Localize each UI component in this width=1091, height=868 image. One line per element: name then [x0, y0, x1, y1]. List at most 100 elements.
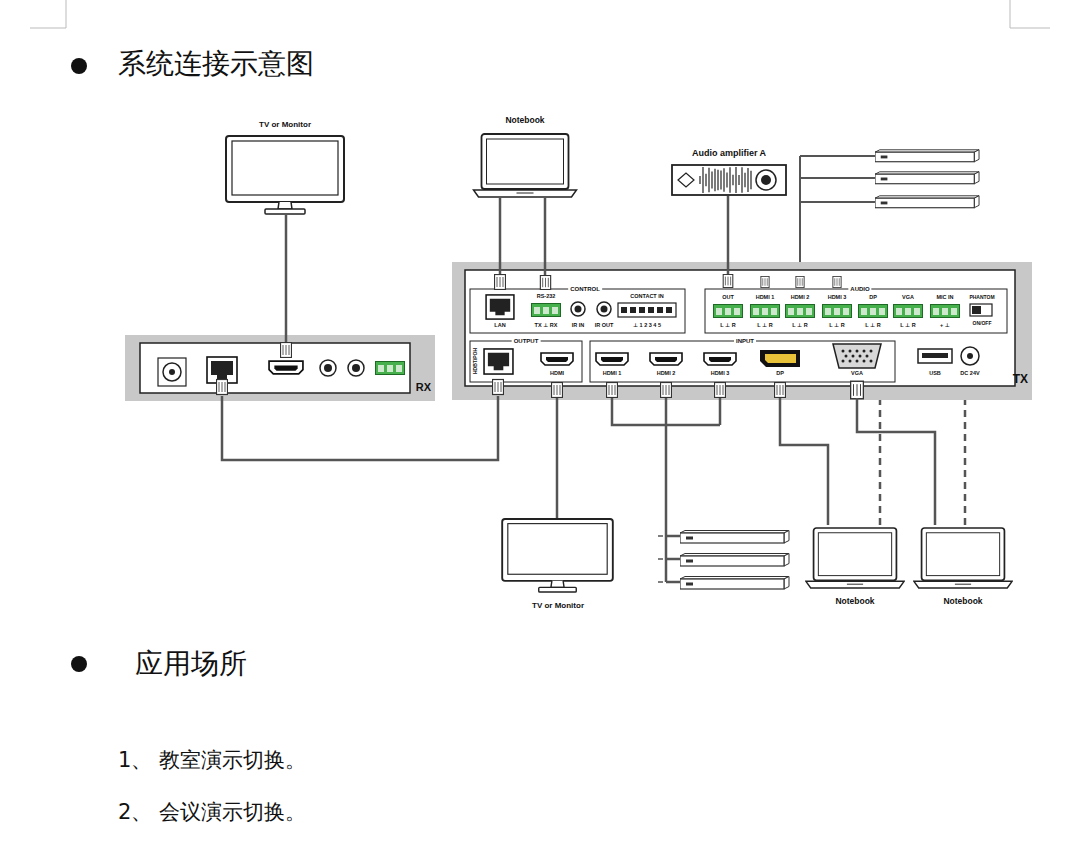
hdmi-wire [666, 536, 680, 582]
tx-housing [852, 355, 855, 358]
list-item: 1、 教室演示切换。 [118, 749, 306, 771]
pin-names: L ⊥ R [865, 323, 880, 329]
tx-housing [970, 304, 992, 316]
rx-housing [348, 360, 364, 376]
tx-housing [823, 305, 852, 318]
signal-cable [499, 198, 502, 262]
tx-housing [596, 353, 628, 365]
tx-housing [922, 353, 948, 358]
audio-cable [879, 400, 882, 525]
amplifier-icon [723, 168, 724, 191]
amplifier-icon [705, 174, 706, 187]
port-name: DP [776, 371, 784, 377]
port-name: HDMI 2 [791, 295, 810, 301]
tx-housing [648, 307, 654, 313]
source-device [680, 531, 789, 590]
laptop-icon [474, 134, 577, 197]
group-name: INPUT [734, 338, 756, 344]
bullet [71, 656, 87, 672]
tx-housing [657, 307, 663, 313]
port-name: IR OUT [595, 323, 614, 329]
monitor-icon [226, 136, 344, 214]
pin-names: L ⊥ R [900, 323, 915, 329]
cable-plug [281, 343, 292, 358]
node-label: TX [1013, 373, 1028, 386]
corner-mark [30, 0, 1050, 28]
tx-housing [452, 262, 1032, 400]
laptop-icon [806, 528, 904, 588]
cable-plug [217, 380, 228, 395]
group-name: AUDIO [848, 286, 871, 292]
port-name: CONTACT IN [630, 294, 664, 300]
receiver-box: RX [125, 335, 435, 401]
tx-housing [859, 355, 862, 358]
cable-plug [493, 380, 504, 395]
amplifier-icon [678, 173, 694, 187]
port-name: DP [869, 295, 877, 301]
cable-plug [715, 383, 726, 398]
signal-cable [857, 400, 935, 525]
cable-plug [217, 274, 864, 398]
signal-cable [544, 198, 547, 262]
tx-housing [465, 270, 1015, 386]
source-device [875, 172, 979, 184]
tx-housing [597, 302, 611, 316]
group-name: OUTPUT [512, 338, 541, 344]
port-name: OUT [722, 295, 734, 301]
section-heading: 系统连接示意图 [118, 46, 314, 82]
tx-housing [849, 350, 852, 353]
section-heading: 应用场所 [135, 649, 247, 678]
amplifier-icon [711, 172, 712, 189]
rx-housing [140, 343, 410, 393]
signal-cable [556, 400, 559, 518]
tx-housing [918, 349, 952, 363]
pin-names: L ⊥ R [829, 323, 844, 329]
port-name: MIC IN [936, 295, 953, 301]
tx-housing [931, 305, 960, 318]
tx-housing [590, 341, 895, 382]
tx-housing [856, 360, 859, 363]
node-label: TV or Monitor [259, 121, 311, 130]
amplifier-icon [699, 176, 700, 184]
tx-housing [714, 305, 960, 318]
tx-housing [621, 307, 627, 313]
tx-housing [842, 360, 845, 363]
rx-housing [376, 362, 405, 375]
tx-housing [972, 306, 981, 314]
tx-housing [894, 305, 923, 318]
tx-housing [650, 353, 682, 365]
port-name: USB [929, 371, 941, 377]
amplifier-icon [735, 167, 736, 193]
amplifier-box: Audio amplifier A [666, 149, 792, 196]
amplifier-icon [714, 169, 715, 191]
tx-housing [863, 360, 866, 363]
tx-housing [833, 344, 881, 368]
source-device [875, 150, 979, 162]
transmitter-box: TX [452, 262, 1032, 400]
amplifier-icon [702, 167, 703, 193]
cable-plug [661, 383, 672, 398]
tx-housing [618, 303, 676, 317]
switch-name: PHANTOM [969, 295, 994, 300]
port-name: IR IN [572, 323, 585, 329]
cable-plug [540, 275, 550, 289]
port-name: HDMI 2 [657, 371, 676, 377]
node-label: Notebook [835, 597, 874, 606]
rx-housing [352, 364, 360, 372]
cable-plug [851, 381, 864, 399]
tx-housing [705, 289, 1007, 333]
pin-names: TX ⊥ RX [535, 323, 558, 329]
port-name: HDMI 1 [603, 371, 622, 377]
port-name: HDMI [550, 371, 564, 377]
tx-housing [704, 353, 736, 365]
cable-stub [222, 262, 857, 401]
tx-housing [845, 355, 848, 358]
port-name: HDMI 3 [828, 295, 847, 301]
source-device [680, 531, 789, 544]
amplifier-icon [732, 175, 733, 186]
tx-housing [666, 307, 672, 313]
tx-housing [541, 353, 573, 365]
tx-housing [751, 305, 780, 318]
amplifier-icon [672, 165, 786, 195]
node-label: Notebook [943, 597, 982, 606]
